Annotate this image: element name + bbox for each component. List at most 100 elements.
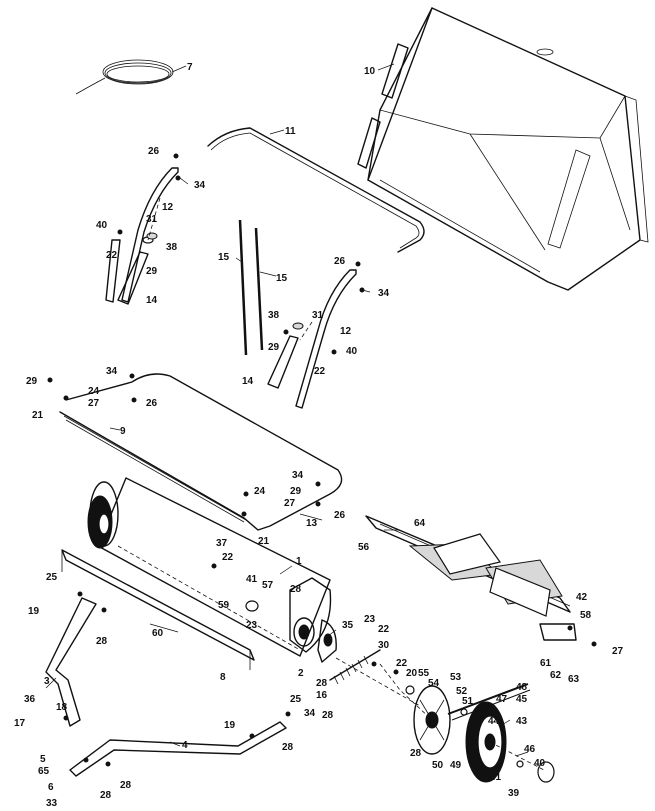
label-p28c: 28 xyxy=(316,678,328,689)
u-frame xyxy=(59,373,343,531)
label-p31b: 31 xyxy=(312,310,324,321)
label-p25b: 25 xyxy=(290,694,302,705)
label-p34e: 34 xyxy=(304,708,316,719)
label-p50: 50 xyxy=(432,760,444,771)
cable-coil xyxy=(75,59,174,95)
label-p28a: 28 xyxy=(290,584,302,595)
label-p21a: 21 xyxy=(32,410,44,421)
label-p25a: 25 xyxy=(46,572,58,583)
label-p28e: 28 xyxy=(120,780,132,791)
label-p23b: 23 xyxy=(364,614,376,625)
label-p60: 60 xyxy=(152,628,164,639)
label-p40a: 40 xyxy=(96,220,108,231)
label-p24b: 24 xyxy=(254,486,266,497)
label-p2: 2 xyxy=(298,668,304,679)
label-p29c: 29 xyxy=(26,376,38,387)
label-p54: 54 xyxy=(428,678,440,689)
label-p26c: 26 xyxy=(146,398,158,409)
label-p43: 43 xyxy=(516,716,528,727)
assembly-lines xyxy=(117,197,545,771)
side-plate xyxy=(317,619,337,663)
left-handle-tube xyxy=(105,167,179,303)
sweeper-drum xyxy=(87,477,332,657)
label-p13: 13 xyxy=(306,518,318,529)
label-p7: 7 xyxy=(187,62,193,73)
leader-lines xyxy=(45,63,529,757)
label-p34b: 34 xyxy=(378,288,390,299)
label-p4: 4 xyxy=(182,740,188,751)
label-p28d: 28 xyxy=(100,790,112,801)
hub-gear xyxy=(413,685,451,755)
label-p41b: 41 xyxy=(490,772,502,783)
label-p19a: 19 xyxy=(28,606,40,617)
label-p26a: 26 xyxy=(148,146,160,157)
label-p5: 5 xyxy=(40,754,46,765)
label-p42: 42 xyxy=(576,592,588,603)
label-p22a: 22 xyxy=(106,250,118,261)
label-p47: 47 xyxy=(496,694,508,705)
label-p22c: 22 xyxy=(222,552,234,563)
label-p20: 20 xyxy=(406,668,418,679)
label-p48: 48 xyxy=(516,682,528,693)
label-p15a: 15 xyxy=(218,252,230,263)
callouts: 7 10 11 26 34 12 40 31 22 38 29 14 15 15… xyxy=(14,62,624,809)
label-p65: 65 xyxy=(38,766,50,777)
right-handle-tube xyxy=(295,269,357,409)
label-p28h: 28 xyxy=(410,748,422,759)
label-p22d: 22 xyxy=(378,624,390,635)
label-p34c: 34 xyxy=(106,366,118,377)
label-p22e: 22 xyxy=(396,658,408,669)
label-p41a: 41 xyxy=(246,574,258,585)
label-p17: 17 xyxy=(14,718,26,729)
label-p52: 52 xyxy=(456,686,468,697)
spring xyxy=(329,649,381,685)
label-p56: 56 xyxy=(358,542,370,553)
label-p6: 6 xyxy=(48,782,54,793)
label-p28b: 28 xyxy=(96,636,108,647)
side-bar xyxy=(61,549,255,670)
label-p15b: 15 xyxy=(276,273,288,284)
label-p63: 63 xyxy=(568,674,580,685)
label-p45: 45 xyxy=(516,694,528,705)
label-p44: 44 xyxy=(488,716,500,727)
label-p24a: 24 xyxy=(88,386,100,397)
label-p3: 3 xyxy=(44,676,50,687)
label-p31a: 31 xyxy=(146,214,158,225)
label-p29d: 29 xyxy=(290,486,302,497)
label-p59: 59 xyxy=(218,600,230,611)
label-p14b: 14 xyxy=(242,376,254,387)
label-p21b: 21 xyxy=(258,536,270,547)
label-p53: 53 xyxy=(450,672,462,683)
label-p34a: 34 xyxy=(194,180,206,191)
label-p14a: 14 xyxy=(146,295,158,306)
axle-arm xyxy=(69,721,287,777)
label-p40c: 40 xyxy=(534,758,546,769)
label-p26d: 26 xyxy=(334,510,346,521)
label-p11: 11 xyxy=(285,126,296,137)
label-p55: 55 xyxy=(418,668,430,679)
right-lower-tube xyxy=(267,322,304,389)
label-p62: 62 xyxy=(550,670,562,681)
fasteners xyxy=(47,153,597,768)
label-p34d: 34 xyxy=(292,470,304,481)
label-p27a: 27 xyxy=(88,398,100,409)
label-p28f: 28 xyxy=(322,710,334,721)
rods xyxy=(238,219,264,356)
label-p1: 1 xyxy=(296,556,302,567)
label-p29a: 29 xyxy=(146,266,158,277)
label-p33: 33 xyxy=(46,798,58,809)
label-p58: 58 xyxy=(580,610,592,621)
label-p19b: 19 xyxy=(224,720,236,731)
label-p37: 37 xyxy=(216,538,228,549)
label-p29b: 29 xyxy=(268,342,280,353)
label-p64: 64 xyxy=(414,518,426,529)
label-p57: 57 xyxy=(262,580,274,591)
label-p27b: 27 xyxy=(284,498,296,509)
label-p36: 36 xyxy=(24,694,36,705)
label-p16: 16 xyxy=(316,690,328,701)
label-p32: 32 xyxy=(476,706,488,717)
label-p9: 9 xyxy=(120,426,126,437)
label-p38b: 38 xyxy=(268,310,280,321)
label-p26b: 26 xyxy=(334,256,346,267)
